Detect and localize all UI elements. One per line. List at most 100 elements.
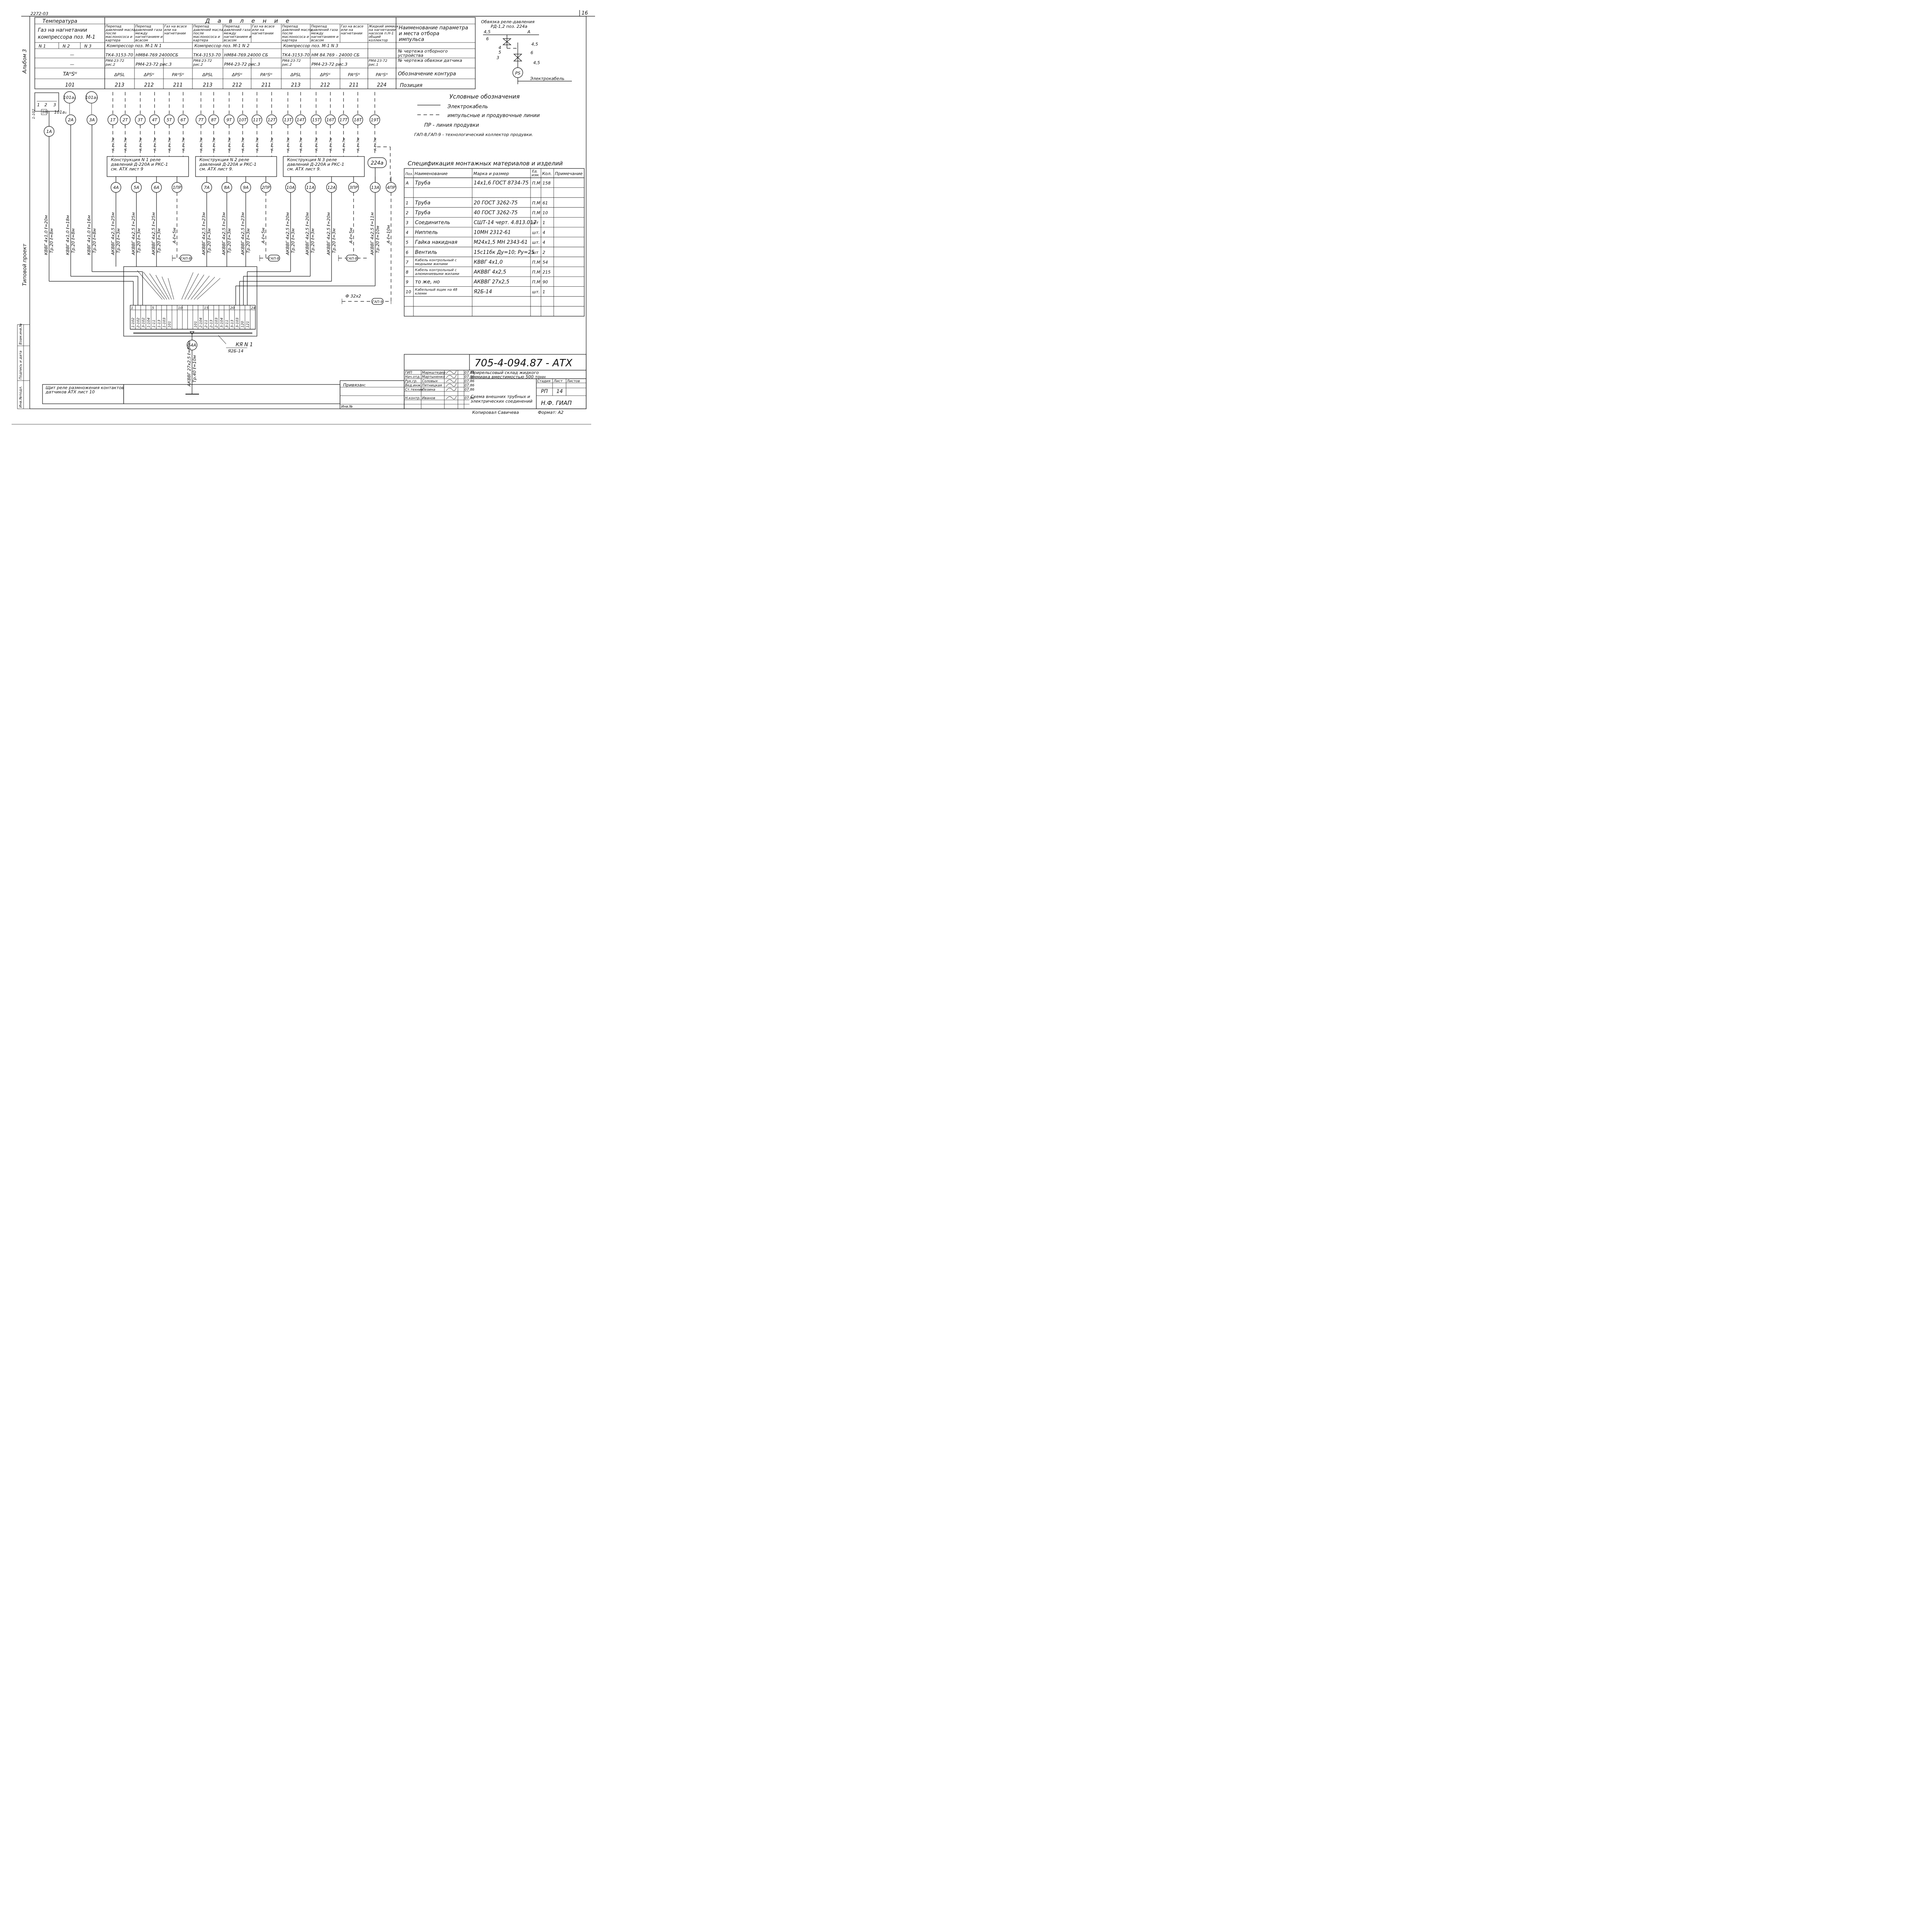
spec-cell: П.М <box>532 280 541 285</box>
spec-cell: Труба <box>415 200 430 206</box>
text-line: маслонососа и <box>282 35 309 39</box>
drawing-a: ТК4-3153-70 <box>282 53 310 58</box>
line <box>143 272 165 300</box>
terminal-number: 10 <box>178 306 183 310</box>
top-code: 2272-03 <box>31 11 48 16</box>
spec-header-5: Примечание <box>555 171 583 176</box>
title-block: ГИПНач.отд.Рук.гр.Вед.инж.Ст.техникН.кон… <box>340 354 587 415</box>
bubble-label: 8Т <box>211 117 217 122</box>
impulse-bubble-11Т: 11Т <box>252 114 262 125</box>
n-col-0: N 1 <box>39 44 46 49</box>
bind-b: РМ4-23-72 рис.3 <box>311 62 347 67</box>
spec-cell: П.М <box>532 181 541 186</box>
switch-pin: 2 <box>44 102 47 107</box>
box-label: КЯ N 1 <box>236 342 253 348</box>
stage-value: РП <box>541 389 548 395</box>
text-line: давлений газа <box>311 28 338 32</box>
bubble-label: 10А <box>286 185 295 190</box>
purge-label: А-ℓ=5м <box>261 228 266 244</box>
bubble-101a2: 101а₂ <box>63 91 76 104</box>
spec-cell: 4 <box>543 240 545 245</box>
signature-mark <box>446 383 457 387</box>
terminal-label: 1-13 <box>158 320 162 328</box>
position: 213 <box>291 82 301 88</box>
signer-role: Рук.гр. <box>405 379 417 383</box>
table-border <box>34 17 476 89</box>
text-line: после <box>193 32 204 36</box>
text-line: Перепад <box>311 25 327 29</box>
cable-bubble-5А: 5А <box>131 182 142 193</box>
text-line: рис.2 <box>105 63 115 67</box>
terminal-label: 1-104 <box>147 318 151 328</box>
binding-label-6: 4,5 <box>531 42 538 47</box>
signature-mark <box>446 374 457 378</box>
terminal-label: 3-103 <box>236 318 240 328</box>
text-line: Конструкция N 1 реле <box>111 157 161 162</box>
album-label: Альбом 3 <box>22 49 28 74</box>
sign-date: 07.86 <box>464 371 474 375</box>
spec-cell: 15с11бк Ду=10; Ру=25 <box>474 250 534 255</box>
sheet-number: 16 <box>582 10 588 16</box>
signature-mark <box>446 396 457 400</box>
spec-cell: П.М <box>532 201 541 206</box>
text-line: Конструкция N 3 реле <box>287 157 337 162</box>
position: 211 <box>262 82 271 88</box>
cable-bubble-7А: 7А <box>201 182 212 193</box>
impulse-bubble-16Т: 16Т <box>325 114 336 125</box>
spec-cell: Я2Б-14 <box>473 289 492 295</box>
binding-title: Обвязка реле-давления <box>481 19 535 24</box>
bubble-label: 5Т <box>167 117 172 122</box>
tube-label: Тр.20 ℓ=3м <box>207 228 212 253</box>
spec-cell: П.М <box>532 270 541 275</box>
purge-label: А-ℓ=5м <box>172 228 177 244</box>
text-line: алюминиевыми жилами <box>415 272 459 276</box>
text-line: после <box>282 32 293 36</box>
impulse-length: А-ℓ=7м <box>124 138 128 151</box>
cable-label: АКВВГ 4х2,5 ℓ=25м <box>131 212 136 255</box>
impulse-bubble-12Т: 12Т <box>266 114 277 125</box>
impulse-bubble-15Т: 15Т <box>311 114 321 125</box>
bubble-label: 2А <box>68 117 74 122</box>
bubble-label: 9А <box>243 185 249 190</box>
text-line: импульса <box>399 37 424 43</box>
text-line: всасом <box>224 39 236 43</box>
terminal-label: 2-104 <box>199 318 203 328</box>
drawing-b: НМ84-769.24000 СБ <box>224 53 268 58</box>
text-line: Перепад <box>193 25 209 29</box>
gap8-symbol <box>346 255 358 262</box>
dash: — <box>70 52 74 57</box>
impulse-bubble-10Т: 10Т <box>237 114 248 125</box>
legend: Условные обозначения Электрокабель импул… <box>414 93 540 137</box>
specification-table: Спецификация монтажных материалов и изде… <box>404 160 585 316</box>
ammonia-position: 224 <box>377 82 387 88</box>
cable-bubble-8А: 8А <box>221 182 232 193</box>
text-line: аммиака вместимостью 500 тонн <box>471 374 546 379</box>
construction-box-1 <box>107 156 189 177</box>
cable-bubble-9А: 9А <box>240 182 251 193</box>
binding-label-1: 6 <box>486 36 489 41</box>
text-line: общий <box>369 35 381 39</box>
text-line: на нагнетании <box>369 28 396 32</box>
gap8-label: ГАП-8 <box>269 257 279 261</box>
tube-label: Тр.20 ℓ=3м <box>246 228 251 253</box>
contour: ΔPSL <box>202 72 213 77</box>
spec-cell: 20 ГОСТ 3262-75 <box>474 200 518 206</box>
terminal-number: 5 <box>152 306 154 310</box>
impulse-length: А-ℓ=7м <box>342 138 346 151</box>
dash: — <box>70 62 74 67</box>
text-line: Наименование параметра <box>399 25 468 31</box>
spec-cell: Соединитель <box>415 220 450 226</box>
text-line: коллектор <box>369 39 388 43</box>
bubble-14A: 14А <box>187 340 197 350</box>
bubble-label: 101а₃ <box>85 95 98 100</box>
tube-label: Тр.20 ℓ=3м <box>136 228 141 253</box>
